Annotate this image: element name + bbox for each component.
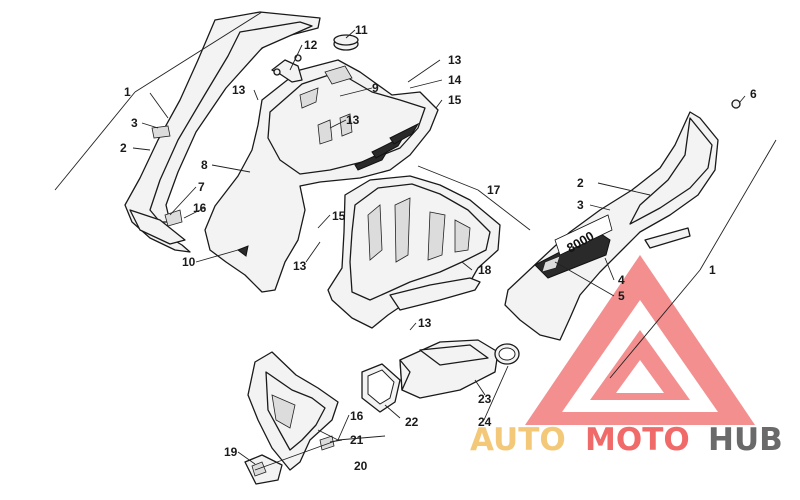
callout-10: 10 <box>182 255 196 269</box>
callout-3-right: 3 <box>577 198 584 212</box>
callout-2-right: 2 <box>577 176 584 190</box>
callout-3-left: 3 <box>131 116 138 130</box>
left-side-panel <box>124 11 321 253</box>
watermark-logo <box>525 255 755 425</box>
callout-15-lower: 15 <box>332 209 346 223</box>
callout-4: 4 <box>618 273 625 287</box>
callout-1-right: 1 <box>709 263 716 277</box>
right-side-panel: 8000 <box>504 99 741 341</box>
callout-17: 17 <box>487 183 501 197</box>
leader-lines <box>54 11 777 471</box>
callout-13-lower-left: 13 <box>293 259 307 273</box>
callout-11: 11 <box>355 23 368 37</box>
callout-16-lower: 16 <box>350 409 364 423</box>
airbox <box>327 175 501 329</box>
hood-assembly <box>204 34 439 293</box>
callout-20: 20 <box>354 459 368 473</box>
lower-intake <box>244 339 520 485</box>
watermark-text: AUTO MOTO HUB <box>470 422 783 458</box>
callout-13-airbox: 13 <box>418 316 432 330</box>
callout-6: 6 <box>750 87 757 101</box>
watermark-auto: AUTO <box>470 422 566 458</box>
callout-15-upper: 15 <box>448 93 462 107</box>
callout-13-center: 13 <box>346 113 360 127</box>
callout-5: 5 <box>618 289 625 303</box>
callout-1-left: 1 <box>124 85 131 99</box>
callout-19: 19 <box>224 445 238 459</box>
callout-23: 23 <box>478 392 492 406</box>
callout-24: 24 <box>478 415 492 429</box>
watermark-hub: HUB <box>708 422 783 458</box>
callout-13-left: 13 <box>232 83 246 97</box>
callout-2-left: 2 <box>120 141 127 155</box>
callout-9: 9 <box>372 81 379 95</box>
callout-14: 14 <box>448 73 462 87</box>
callout-8: 8 <box>201 158 208 172</box>
callout-labels: 1 2 3 7 16 8 10 11 12 13 9 13 13 14 15 1… <box>120 23 757 473</box>
callout-13-upper-right: 13 <box>448 53 462 67</box>
callout-7: 7 <box>198 180 205 194</box>
callout-18: 18 <box>478 263 492 277</box>
callout-22: 22 <box>405 415 419 429</box>
watermark-moto: MOTO <box>585 422 690 458</box>
callout-21: 21 <box>350 433 364 447</box>
callout-16-upper: 16 <box>193 201 207 215</box>
callout-12: 12 <box>304 38 318 52</box>
